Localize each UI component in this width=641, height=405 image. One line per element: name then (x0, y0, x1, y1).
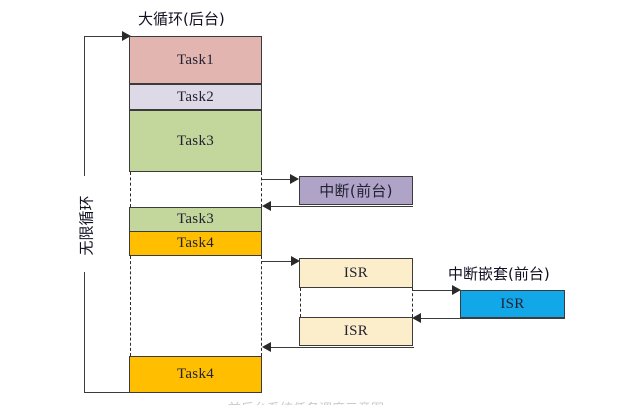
bottom-caption: 前后台系统任务调度示意图 (228, 398, 384, 405)
isr-box-first: ISR (299, 258, 413, 288)
title-nested-interrupt: 中断嵌套(前台) (448, 265, 550, 283)
loop-spine-upper (84, 36, 86, 176)
arrow-nested-return-head (412, 313, 421, 323)
arrow-interrupt-return-head (262, 201, 271, 211)
arrow-isr-to-nested-head (452, 285, 461, 295)
nested-isr-box: ISR (460, 290, 565, 318)
task-box-task1: Task1 (129, 36, 262, 84)
task-box-task4-first: Task4 (129, 231, 262, 256)
suspend-dash-left-lower (130, 256, 131, 356)
task-box-task4-resumed: Task4 (129, 356, 262, 393)
arrow-task3-to-interrupt-line (262, 179, 292, 181)
arrow-isr-return-line (268, 347, 414, 349)
loop-top-segment (84, 36, 124, 38)
title-background-loop: 大循环(后台) (138, 10, 225, 28)
suspend-dash-right-lower (261, 256, 262, 356)
arrow-task4-to-isr-line (262, 261, 293, 263)
task-box-task3-resumed: Task3 (129, 207, 262, 232)
task-box-task3-first: Task3 (129, 110, 262, 172)
infinite-loop-label: 无限循环 (77, 195, 96, 256)
isr-suspend-dash-right (412, 288, 413, 317)
isr-box-resumed: ISR (299, 317, 413, 346)
arrow-task3-to-interrupt-head (290, 174, 299, 184)
arrow-isr-return-head (262, 342, 271, 352)
arrow-nested-return-line (419, 318, 565, 320)
loop-spine-lower (84, 272, 86, 393)
suspend-dash-right-upper (261, 172, 262, 207)
interrupt-box: 中断(前台) (299, 176, 413, 205)
arrow-task4-to-isr-head (291, 256, 300, 266)
isr-suspend-dash-left (300, 288, 301, 317)
loop-top-arrowhead (122, 31, 131, 41)
task-box-task2: Task2 (129, 84, 262, 110)
arrow-isr-to-nested-line (413, 290, 455, 292)
arrow-interrupt-return-line (268, 206, 413, 208)
suspend-dash-left-upper (130, 172, 131, 207)
loop-bottom-segment (84, 392, 129, 394)
